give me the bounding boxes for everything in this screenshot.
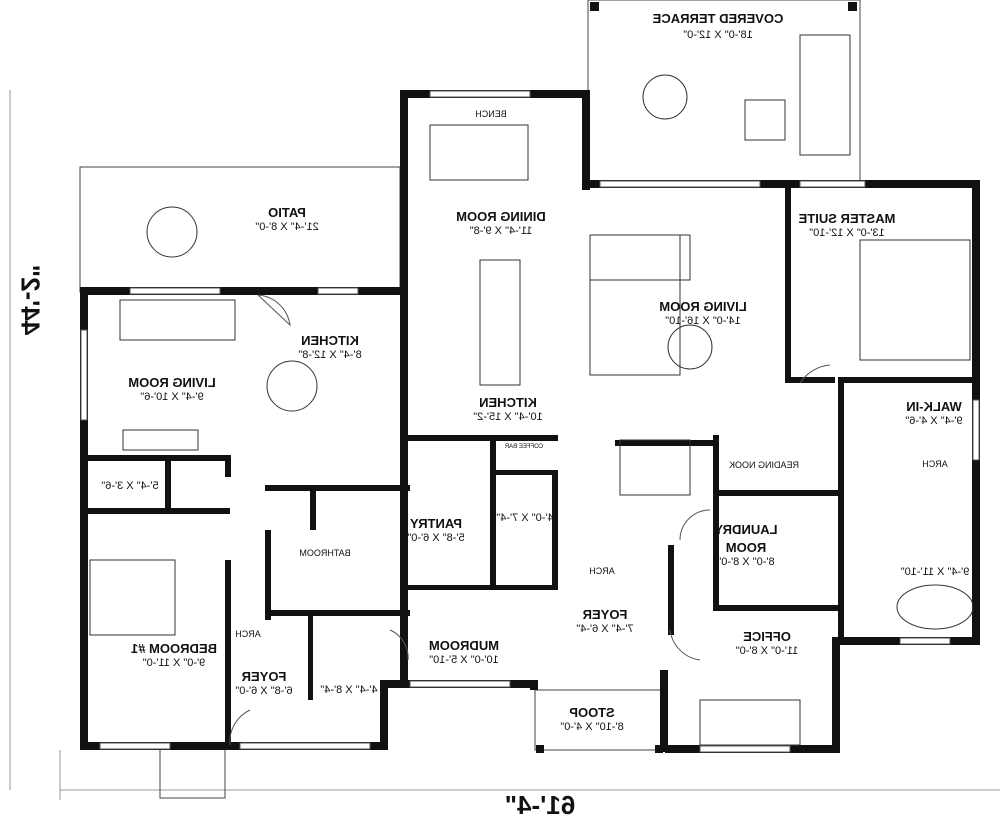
covered-terrace-label: COVERED TERRACE [652,11,784,26]
arch-label-foyer: ARCH [589,566,615,576]
closet-left-dim: 5'-4" X 3'-6" [101,480,159,492]
foyer-left-dim: 6'-8" X 6'-0" [235,685,293,697]
walk-in-label: WALK-IN [906,399,962,414]
foyer-main-dim: 7'-4" X 6'-4" [576,623,634,635]
bathroom-label: BATHROOM [299,548,351,558]
kitchen-left-label: KITCHEN [301,333,359,348]
office-dim: 11'-0" X 8'-0" [735,645,799,657]
patio-dim: 21'-4" X 8'-0" [255,221,319,233]
living-room-left-dim: 9'-4" X 10'-6" [140,391,204,403]
dimension-lines [9,90,1000,800]
overall-width-label: 61'-4" [504,790,576,820]
bench-label: BENCH [475,109,507,119]
reading-nook-label: READING NOOK [728,460,800,470]
walk-in-dim: 9'-4" X 4'-6" [905,415,963,427]
office-label: OFFICE [743,629,791,644]
bath-left-dim: 4'-4" X 8'-4" [320,684,378,696]
furniture [89,34,974,746]
pantry-label: PANTRY [410,516,462,531]
living-room-main-label: LIVING ROOM [659,299,747,314]
arch-label-master: ARCH [922,459,948,469]
kitchen-main-dim: 10'-4" X 15'-2" [473,411,543,423]
master-suite-dim: 13'-0" X 12'-10" [809,227,885,239]
arch-label-bedroom: ARCH [235,629,261,639]
laundry-label-2: ROOM [725,540,767,555]
overall-depth-label: 44'-2" [15,264,46,336]
kitchen-main-label: KITCHEN [479,395,537,410]
bedroom-1-dim: 9'-0" X 11'-0" [142,657,206,669]
stoop-label: STOOP [569,705,615,720]
foyer-main-label: FOYER [582,607,628,622]
mudroom-label: MUDROOM [428,638,500,653]
laundry-dim: 8'-0" X 8'-0" [717,556,775,568]
bedroom-1-label: BEDROOM #1 [131,641,217,656]
coffee-bar-label: COFFEE BAR [504,444,544,450]
patio-label: PATIO [268,205,306,220]
stoop-outline [534,689,666,751]
laundry-label-1: LAUNDRY [714,522,778,537]
mudroom-dim: 10'-0" X 5'-10" [429,654,499,666]
covered-terrace-dim: 18'-0" X 12'-0" [683,29,753,41]
living-room-main-dim: 14'-0" X 16'-10" [665,315,741,327]
master-suite-label: MASTER SUITE [798,211,896,226]
doors [229,294,831,746]
kitchen-left-dim: 8'-4" X 12'-8" [298,349,362,361]
dining-room-label: DINING ROOM [456,209,546,224]
pantry-dim: 5'-8" X 6'-0" [407,532,465,544]
powder-room-dim: 4'-0" X 7'-4" [496,512,554,524]
foyer-left-label: FOYER [241,669,287,684]
windows [80,90,980,753]
terrace-outline [587,0,861,186]
living-room-left-label: LIVING ROOM [128,375,216,390]
stoop-dim: 8'-10" X 4'-0" [560,721,624,733]
dining-room-dim: 11'-4" X 9'-8" [469,225,533,237]
master-bath-dim: 9'-4" X 11'-10" [900,566,970,578]
patio-outline [79,166,401,293]
